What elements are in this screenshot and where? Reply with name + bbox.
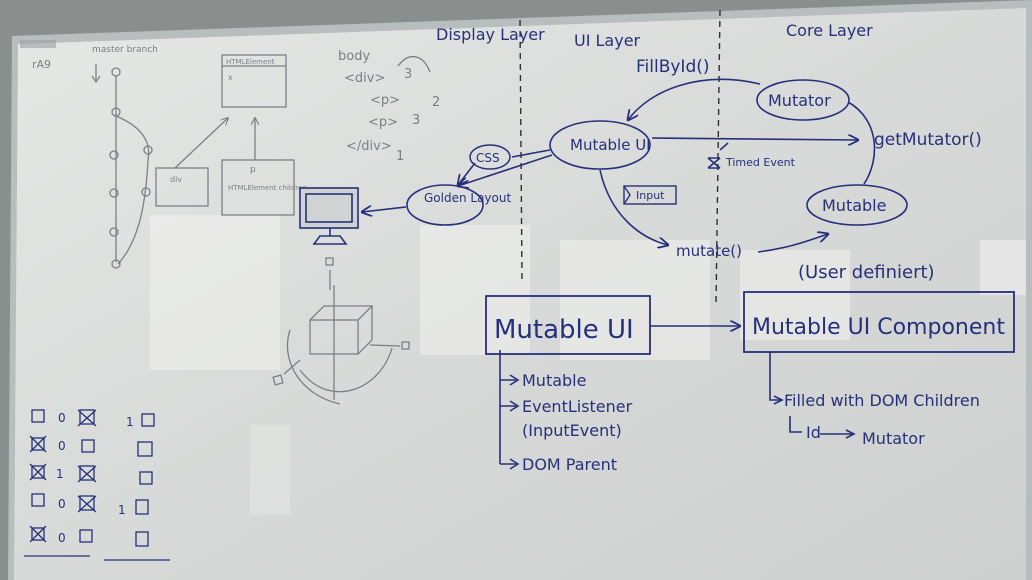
mutable-ui-component-box: Mutable UI Component: [743, 291, 1015, 353]
svg-text:2: 2: [432, 95, 440, 110]
ui-to-layout-arrow: [458, 154, 553, 186]
component-details-bracket: [769, 352, 784, 405]
svg-text:body: body: [338, 49, 370, 64]
svg-text:1: 1: [126, 415, 134, 429]
svg-text:Mutable UI Component: Mutable UI Component: [752, 315, 1005, 340]
component-details: Filled with DOM Children Id Mutator: [784, 391, 980, 448]
window-reflection: [150, 215, 1026, 515]
htmlelement-label: HTMLElement: [226, 58, 275, 66]
tag-label: rA9: [32, 58, 51, 71]
css-to-layout-arrow: [458, 162, 476, 185]
hourglass-icon: [707, 157, 721, 169]
svg-text:Golden Layout: Golden Layout: [424, 191, 511, 205]
mutator-node: Mutator: [756, 79, 850, 121]
svg-text:CSS: CSS: [476, 151, 500, 165]
svg-text:3: 3: [404, 67, 412, 82]
div-label: div: [170, 175, 182, 184]
details-bracket: [499, 350, 516, 465]
user-definiert-label: (User definiert): [798, 262, 935, 283]
fill-by-id-arrow: [628, 78, 761, 120]
css-node: CSS: [469, 144, 511, 170]
svg-text:Mutator: Mutator: [862, 429, 925, 448]
svg-text:<p>: <p>: [370, 93, 400, 108]
diagram-arrows: [362, 78, 876, 470]
magnet: [20, 40, 56, 48]
div-box: [155, 167, 209, 207]
fill-by-id-label: FillById(): [636, 57, 710, 77]
htmlelement-box: [221, 54, 287, 108]
branch-label: master branch: [92, 45, 158, 55]
cube-sketch: [272, 257, 410, 405]
checklist-sketch: [24, 409, 170, 561]
svg-text:</div>: </div>: [346, 139, 392, 154]
svg-text:Mutator: Mutator: [768, 91, 831, 110]
svg-text:<div>: <div>: [344, 71, 385, 86]
svg-text:Mutable: Mutable: [822, 196, 886, 215]
svg-text:1: 1: [118, 503, 126, 517]
ui-layer-label: UI Layer: [574, 31, 641, 50]
golden-layout-node: Golden Layout: [406, 184, 511, 226]
mutable-ui-box: Mutable UI: [485, 295, 651, 355]
monitor-icon: [299, 187, 359, 245]
svg-text:Mutable: Mutable: [522, 371, 586, 390]
mutable-ui-node: Mutable UI: [549, 120, 651, 170]
svg-text:x: x: [228, 73, 233, 82]
markup-arc: [397, 56, 431, 73]
svg-text:Filled with DOM Children: Filled with DOM Children: [784, 391, 980, 410]
svg-text:Mutable UI: Mutable UI: [570, 136, 651, 154]
svg-text:0: 0: [58, 497, 66, 511]
timed-event-label: Timed Event: [725, 156, 796, 169]
svg-text:(InputEvent): (InputEvent): [522, 421, 622, 440]
core-layer-label: Core Layer: [786, 21, 873, 40]
git-branch: [109, 67, 153, 269]
mutable-node: Mutable: [806, 184, 908, 226]
diagram-labels: FillById() getMutator() Timed Event Inpu…: [623, 57, 982, 283]
p-label: p: [250, 165, 256, 175]
svg-text:DOM Parent: DOM Parent: [522, 455, 617, 474]
timed-event-tick: [719, 142, 729, 151]
mutator-to-mutable-line: [847, 101, 876, 185]
display-layer-label: Display Layer: [436, 25, 545, 44]
ui-to-css-line: [511, 149, 551, 158]
checklist-values: 0 0 1 0 0 1 1: [56, 411, 134, 545]
svg-text:0: 0: [58, 439, 66, 453]
svg-text:Input: Input: [636, 189, 665, 202]
children-label: HTMLElement children: [228, 184, 307, 192]
mutate-to-mutable-arrow: [757, 234, 828, 253]
layout-to-monitor-arrow: [362, 207, 407, 212]
children-box: [221, 159, 295, 216]
svg-text:EventListener: EventListener: [522, 397, 633, 416]
get-mutator-arrow: [651, 138, 858, 140]
svg-text:0: 0: [58, 531, 66, 545]
svg-text:Id: Id: [806, 423, 821, 442]
mutate-label: mutate(): [676, 242, 742, 260]
svg-text:1: 1: [56, 467, 64, 481]
input-tag: Input: [623, 185, 677, 205]
svg-text:<p>: <p>: [368, 115, 398, 130]
layer-headings: Display Layer UI Layer Core Layer: [436, 21, 873, 50]
mutable-ui-details: Mutable EventListener (InputEvent) DOM P…: [522, 371, 633, 474]
pencil-sketches: rA9 master branch HTMLElement x div p HT…: [24, 45, 440, 561]
get-mutator-label: getMutator(): [874, 130, 982, 150]
svg-text:1: 1: [396, 149, 404, 164]
markup-sketch: body <div> <p> <p> </div> 3 2 3 1: [338, 49, 440, 164]
svg-text:0: 0: [58, 411, 66, 425]
svg-text:Mutable UI: Mutable UI: [494, 315, 634, 345]
svg-text:3: 3: [412, 113, 420, 128]
ui-to-mutate-arrow: [599, 169, 668, 245]
down-arrow: [91, 64, 101, 84]
